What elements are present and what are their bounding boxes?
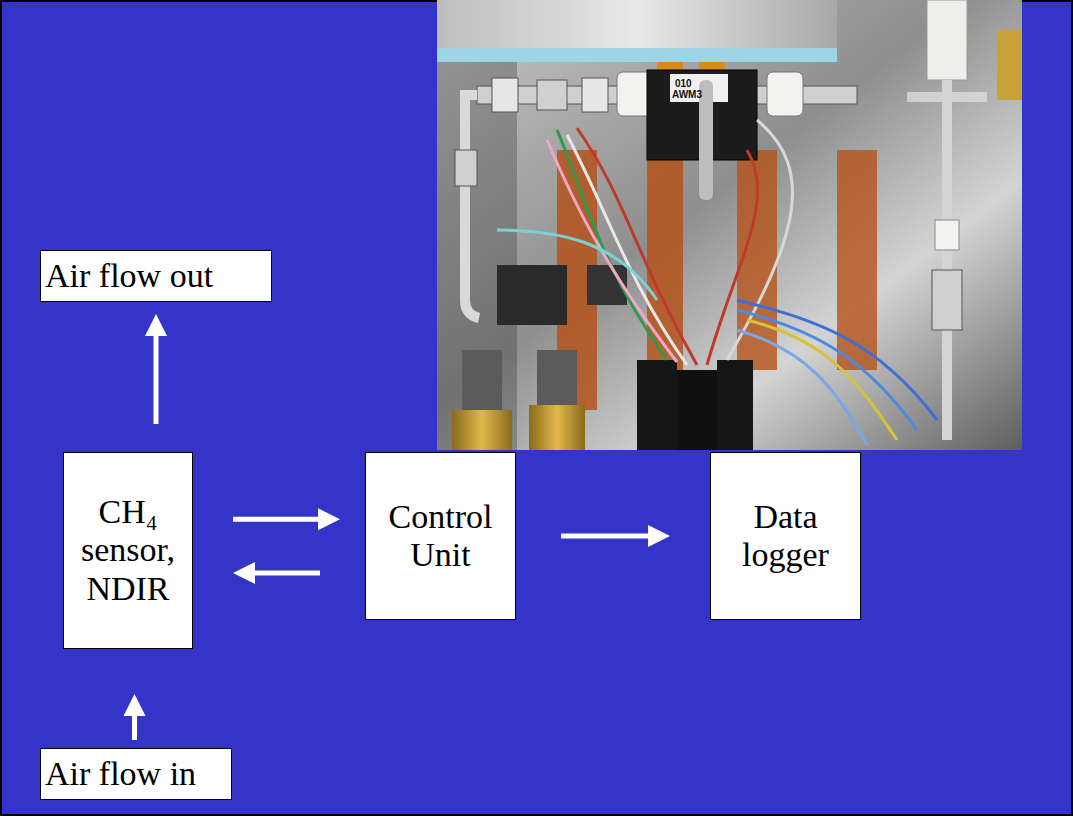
arrow-head: [318, 508, 340, 530]
arrow-head: [145, 314, 167, 336]
arrow-shaft: [561, 534, 652, 539]
box-label: Air flow out: [41, 257, 271, 295]
arrow-shaft: [132, 712, 137, 740]
box-label: CH₄ sensor, NDIR: [64, 493, 192, 607]
flow-arrow: [561, 525, 670, 547]
arrow-head: [648, 525, 670, 547]
flow-arrow: [233, 562, 320, 584]
logger-box: Data logger: [710, 452, 861, 620]
flow-arrow: [145, 314, 167, 424]
arrow-shaft: [154, 332, 159, 424]
control-box: Control Unit: [365, 452, 516, 620]
box-label: Air flow in: [41, 755, 231, 793]
arrow-shaft: [233, 517, 322, 522]
arrow-head: [124, 694, 146, 716]
box-label: Control Unit: [366, 498, 515, 574]
sensor-box: CH₄ sensor, NDIR: [63, 452, 193, 649]
instrument-photo: [437, 0, 1022, 450]
flow-arrow: [233, 508, 340, 530]
flow-arrow: [124, 694, 146, 740]
outlet-box: Air flow out: [40, 250, 272, 302]
inlet-box: Air flow in: [40, 748, 232, 800]
arrow-head: [233, 562, 255, 584]
part-number: AWM3: [672, 90, 702, 100]
box-label: Data logger: [711, 498, 860, 574]
arrow-shaft: [251, 570, 320, 575]
part-number: 010: [675, 79, 692, 89]
